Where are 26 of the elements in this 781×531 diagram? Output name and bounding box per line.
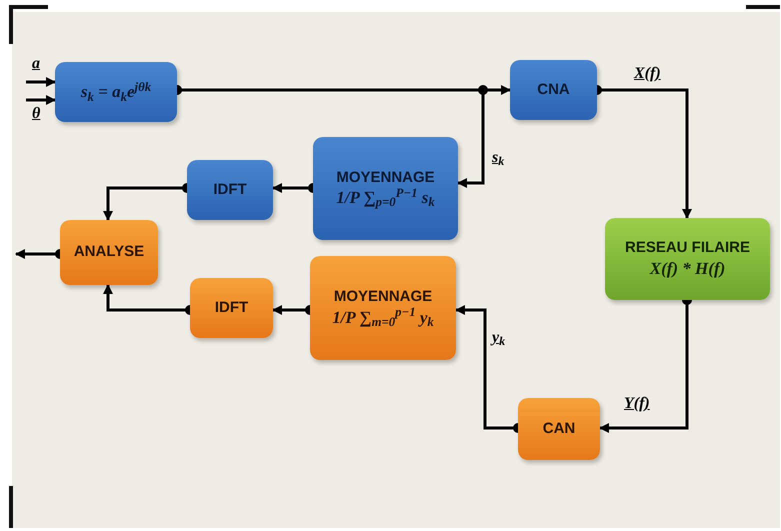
process-box bbox=[518, 398, 600, 460]
formula: 1/P ∑$_{m=0}$$^{p−1}$ y$_{k}$ bbox=[332, 306, 434, 328]
process-box bbox=[187, 160, 273, 220]
process-box bbox=[310, 256, 456, 360]
edge-label: X(f) bbox=[632, 66, 663, 82]
formula: 1/P ∑$_{p=0}$$^{P−1}$ s$_{k}$ bbox=[336, 187, 435, 208]
process-box bbox=[190, 278, 273, 338]
process-box bbox=[313, 137, 458, 240]
edge-label: θ bbox=[30, 106, 42, 122]
box-title: IDFT bbox=[213, 180, 247, 200]
process-box bbox=[55, 62, 177, 122]
box-title: CNA bbox=[537, 80, 570, 100]
box-title: MOYENNAGE bbox=[334, 288, 432, 307]
formula: X(f) * H(f) bbox=[650, 258, 726, 279]
box-title: RESEAU FILAIRE bbox=[624, 239, 750, 258]
arrow bbox=[26, 95, 56, 105]
box-title: MOYENNAGE bbox=[336, 168, 435, 188]
process-box bbox=[510, 60, 597, 120]
process-box bbox=[605, 218, 770, 300]
box-title: IDFT bbox=[214, 298, 248, 318]
process-box bbox=[60, 220, 158, 285]
formula: s$_{k}$ = a$_{k}$e$^{jθk}$ bbox=[80, 81, 152, 103]
box-title: ANALYSE bbox=[74, 243, 144, 262]
edge-label: Y(f) bbox=[622, 396, 652, 412]
arrow bbox=[26, 77, 56, 87]
box-title: CAN bbox=[542, 420, 576, 438]
